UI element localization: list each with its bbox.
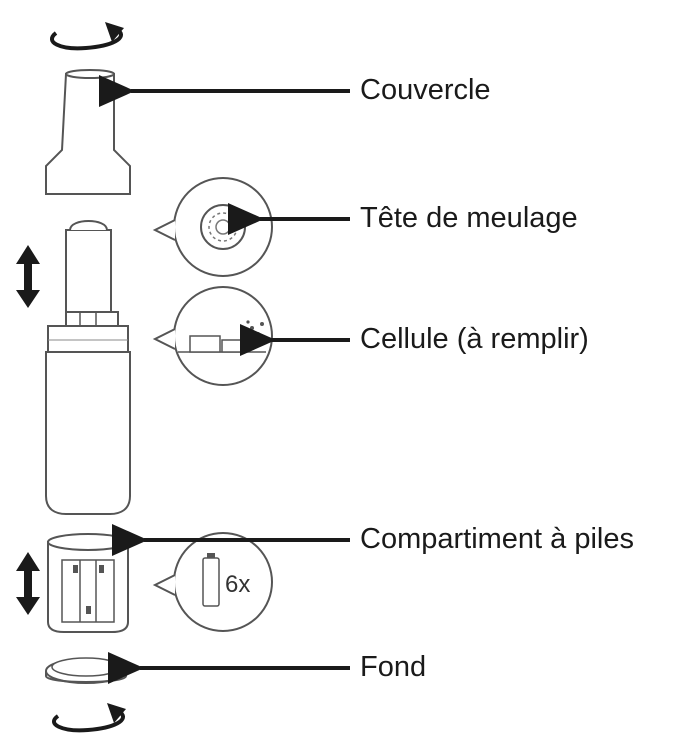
battery-count-callout: 6x xyxy=(152,532,273,632)
cell-detail-callout xyxy=(152,286,273,386)
lid-label: Couvercle xyxy=(360,74,491,106)
battery-count-text: 6x xyxy=(225,571,250,598)
grinding-head-callout xyxy=(152,177,273,277)
battery-compartment-part xyxy=(47,533,129,633)
battery-icon xyxy=(202,557,220,607)
cell-body-part xyxy=(45,325,131,515)
grinding-head-label: Tête de meulage xyxy=(360,202,578,234)
lower-up-down-arrow-icon xyxy=(16,552,40,615)
cell-label: Cellule (à remplir) xyxy=(360,323,589,355)
lid-part xyxy=(45,69,131,195)
battery-compartment-label: Compartiment à piles xyxy=(360,523,634,555)
bottom-rotate-arrow-icon xyxy=(51,703,126,733)
inner-shaft-part xyxy=(65,220,119,329)
upper-up-down-arrow-icon xyxy=(16,245,40,308)
top-rotate-arrow-icon xyxy=(49,22,124,51)
bottom-disc-part xyxy=(45,657,127,684)
bottom-label: Fond xyxy=(360,651,427,683)
